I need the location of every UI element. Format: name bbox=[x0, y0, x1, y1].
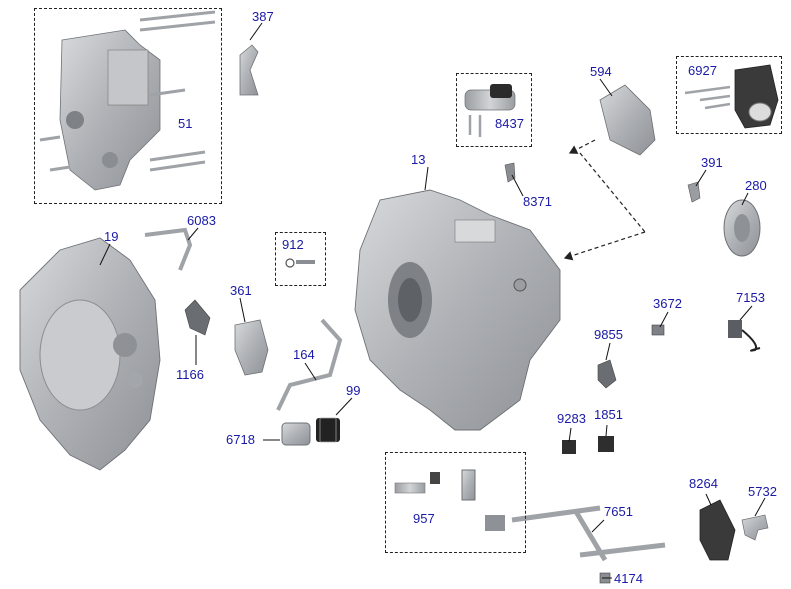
callout-1851[interactable]: 1851 bbox=[594, 407, 623, 422]
group-box-solenoid-pack bbox=[676, 56, 782, 134]
callout-6927[interactable]: 6927 bbox=[688, 63, 717, 78]
callout-51[interactable]: 51 bbox=[178, 116, 193, 131]
transaxle-case-part[interactable] bbox=[354, 189, 561, 431]
fitting-part[interactable] bbox=[504, 162, 516, 183]
group-box-detent bbox=[275, 232, 326, 286]
callout-912[interactable]: 912 bbox=[282, 237, 304, 252]
callout-6718[interactable]: 6718 bbox=[226, 432, 255, 447]
callout-387[interactable]: 387 bbox=[252, 9, 274, 24]
sensor-3672-part[interactable] bbox=[651, 324, 665, 336]
callout-5732[interactable]: 5732 bbox=[748, 484, 777, 499]
shift-components-part[interactable] bbox=[394, 469, 505, 531]
sensor-1851-part[interactable] bbox=[598, 436, 614, 452]
pipe-part[interactable] bbox=[276, 318, 343, 411]
callout-957[interactable]: 957 bbox=[413, 511, 435, 526]
callout-1166[interactable]: 1166 bbox=[176, 367, 204, 382]
tube-part[interactable] bbox=[144, 227, 193, 271]
filter-housing-part[interactable] bbox=[281, 422, 311, 446]
callout-8437[interactable]: 8437 bbox=[495, 116, 524, 131]
assembly-arrows bbox=[563, 139, 646, 261]
callout-361[interactable]: 361 bbox=[230, 283, 252, 298]
callout-594[interactable]: 594 bbox=[590, 64, 612, 79]
bracket-1166-part[interactable] bbox=[184, 299, 211, 336]
lever-part[interactable] bbox=[741, 514, 769, 541]
callout-8264[interactable]: 8264 bbox=[689, 476, 718, 491]
group-box-solenoid bbox=[456, 73, 532, 147]
callout-164[interactable]: 164 bbox=[293, 347, 315, 362]
callout-8371[interactable]: 8371 bbox=[523, 194, 552, 209]
callout-3672[interactable]: 3672 bbox=[653, 296, 682, 311]
callout-7153[interactable]: 7153 bbox=[736, 290, 765, 305]
solenoid-pack-part[interactable] bbox=[684, 64, 779, 129]
shield-part[interactable] bbox=[234, 319, 269, 376]
callout-99[interactable]: 99 bbox=[346, 383, 361, 398]
group-box-shift-components bbox=[385, 452, 526, 553]
shift-shaft-part[interactable] bbox=[511, 505, 666, 562]
callout-19[interactable]: 19 bbox=[104, 229, 119, 244]
filter-part[interactable] bbox=[316, 417, 340, 443]
callout-7651[interactable]: 7651 bbox=[604, 504, 633, 519]
solenoid-part[interactable] bbox=[464, 84, 516, 137]
valve-body-part[interactable] bbox=[39, 10, 216, 191]
callout-9283[interactable]: 9283 bbox=[557, 411, 586, 426]
callout-6083[interactable]: 6083 bbox=[187, 213, 216, 228]
callout-4174[interactable]: 4174 bbox=[614, 571, 643, 586]
sensor-9283-part[interactable] bbox=[562, 440, 576, 454]
bell-housing-part[interactable] bbox=[19, 237, 161, 471]
detent-part[interactable] bbox=[285, 258, 315, 268]
pump-part[interactable] bbox=[599, 84, 656, 156]
cover-part[interactable] bbox=[723, 199, 761, 257]
leader-lines bbox=[99, 22, 766, 579]
callout-13[interactable]: 13 bbox=[411, 152, 426, 167]
group-box-valve-body bbox=[34, 8, 222, 204]
sensor-9855-part[interactable] bbox=[597, 359, 617, 389]
clip-part[interactable] bbox=[687, 181, 701, 203]
callout-9855[interactable]: 9855 bbox=[594, 327, 623, 342]
sensor-7153-part[interactable] bbox=[728, 320, 761, 352]
callout-391[interactable]: 391 bbox=[701, 155, 723, 170]
callout-280[interactable]: 280 bbox=[745, 178, 767, 193]
range-sensor-part[interactable] bbox=[699, 499, 736, 561]
bracket-part[interactable] bbox=[239, 44, 259, 96]
